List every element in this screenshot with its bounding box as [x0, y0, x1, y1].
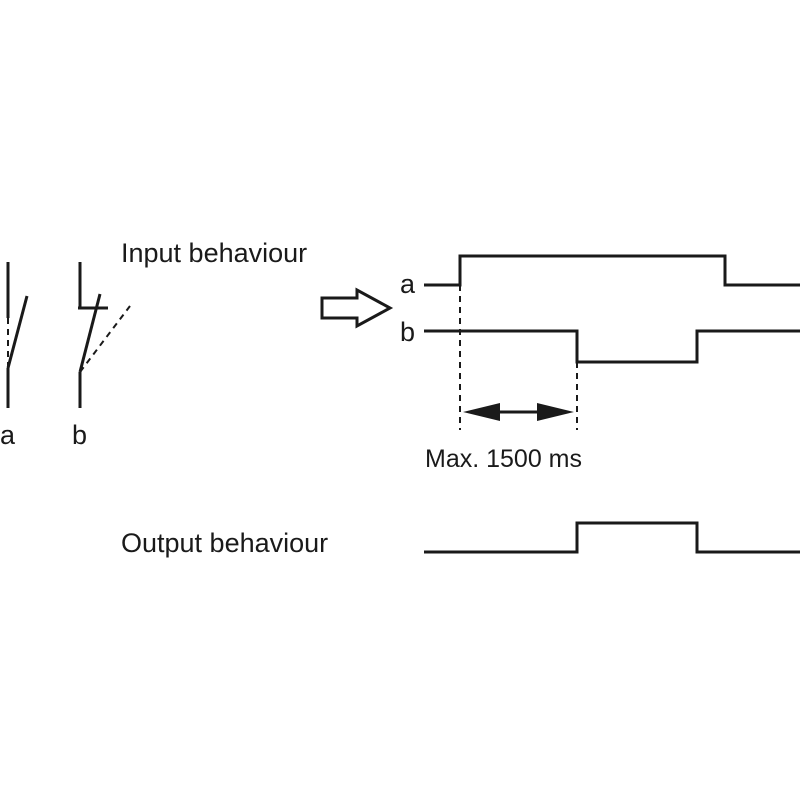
duration-arrow: [463, 403, 574, 421]
output-behaviour-title: Output behaviour: [121, 528, 328, 558]
contact-b-dashed-position: [79, 305, 131, 373]
right-arrow-icon: [320, 287, 394, 329]
contact-a-symbol: [6, 262, 29, 408]
signal-b-waveform: [424, 329, 800, 364]
contact-b-label: b: [72, 420, 87, 450]
signal-b-label: b: [400, 317, 415, 347]
time-limit-label: Max. 1500 ms: [425, 445, 582, 473]
contact-a-label: a: [0, 420, 16, 450]
input-behaviour-title: Input behaviour: [121, 238, 307, 268]
contact-b-blade: [78, 293, 102, 373]
arrow-right-icon: [537, 403, 574, 421]
signal-a-label: a: [400, 269, 416, 299]
arrow-left-icon: [463, 403, 500, 421]
signal-a-waveform: [424, 254, 800, 287]
contact-a-blade: [6, 295, 29, 369]
contact-b-symbol: [78, 262, 131, 408]
output-waveform: [424, 521, 800, 554]
